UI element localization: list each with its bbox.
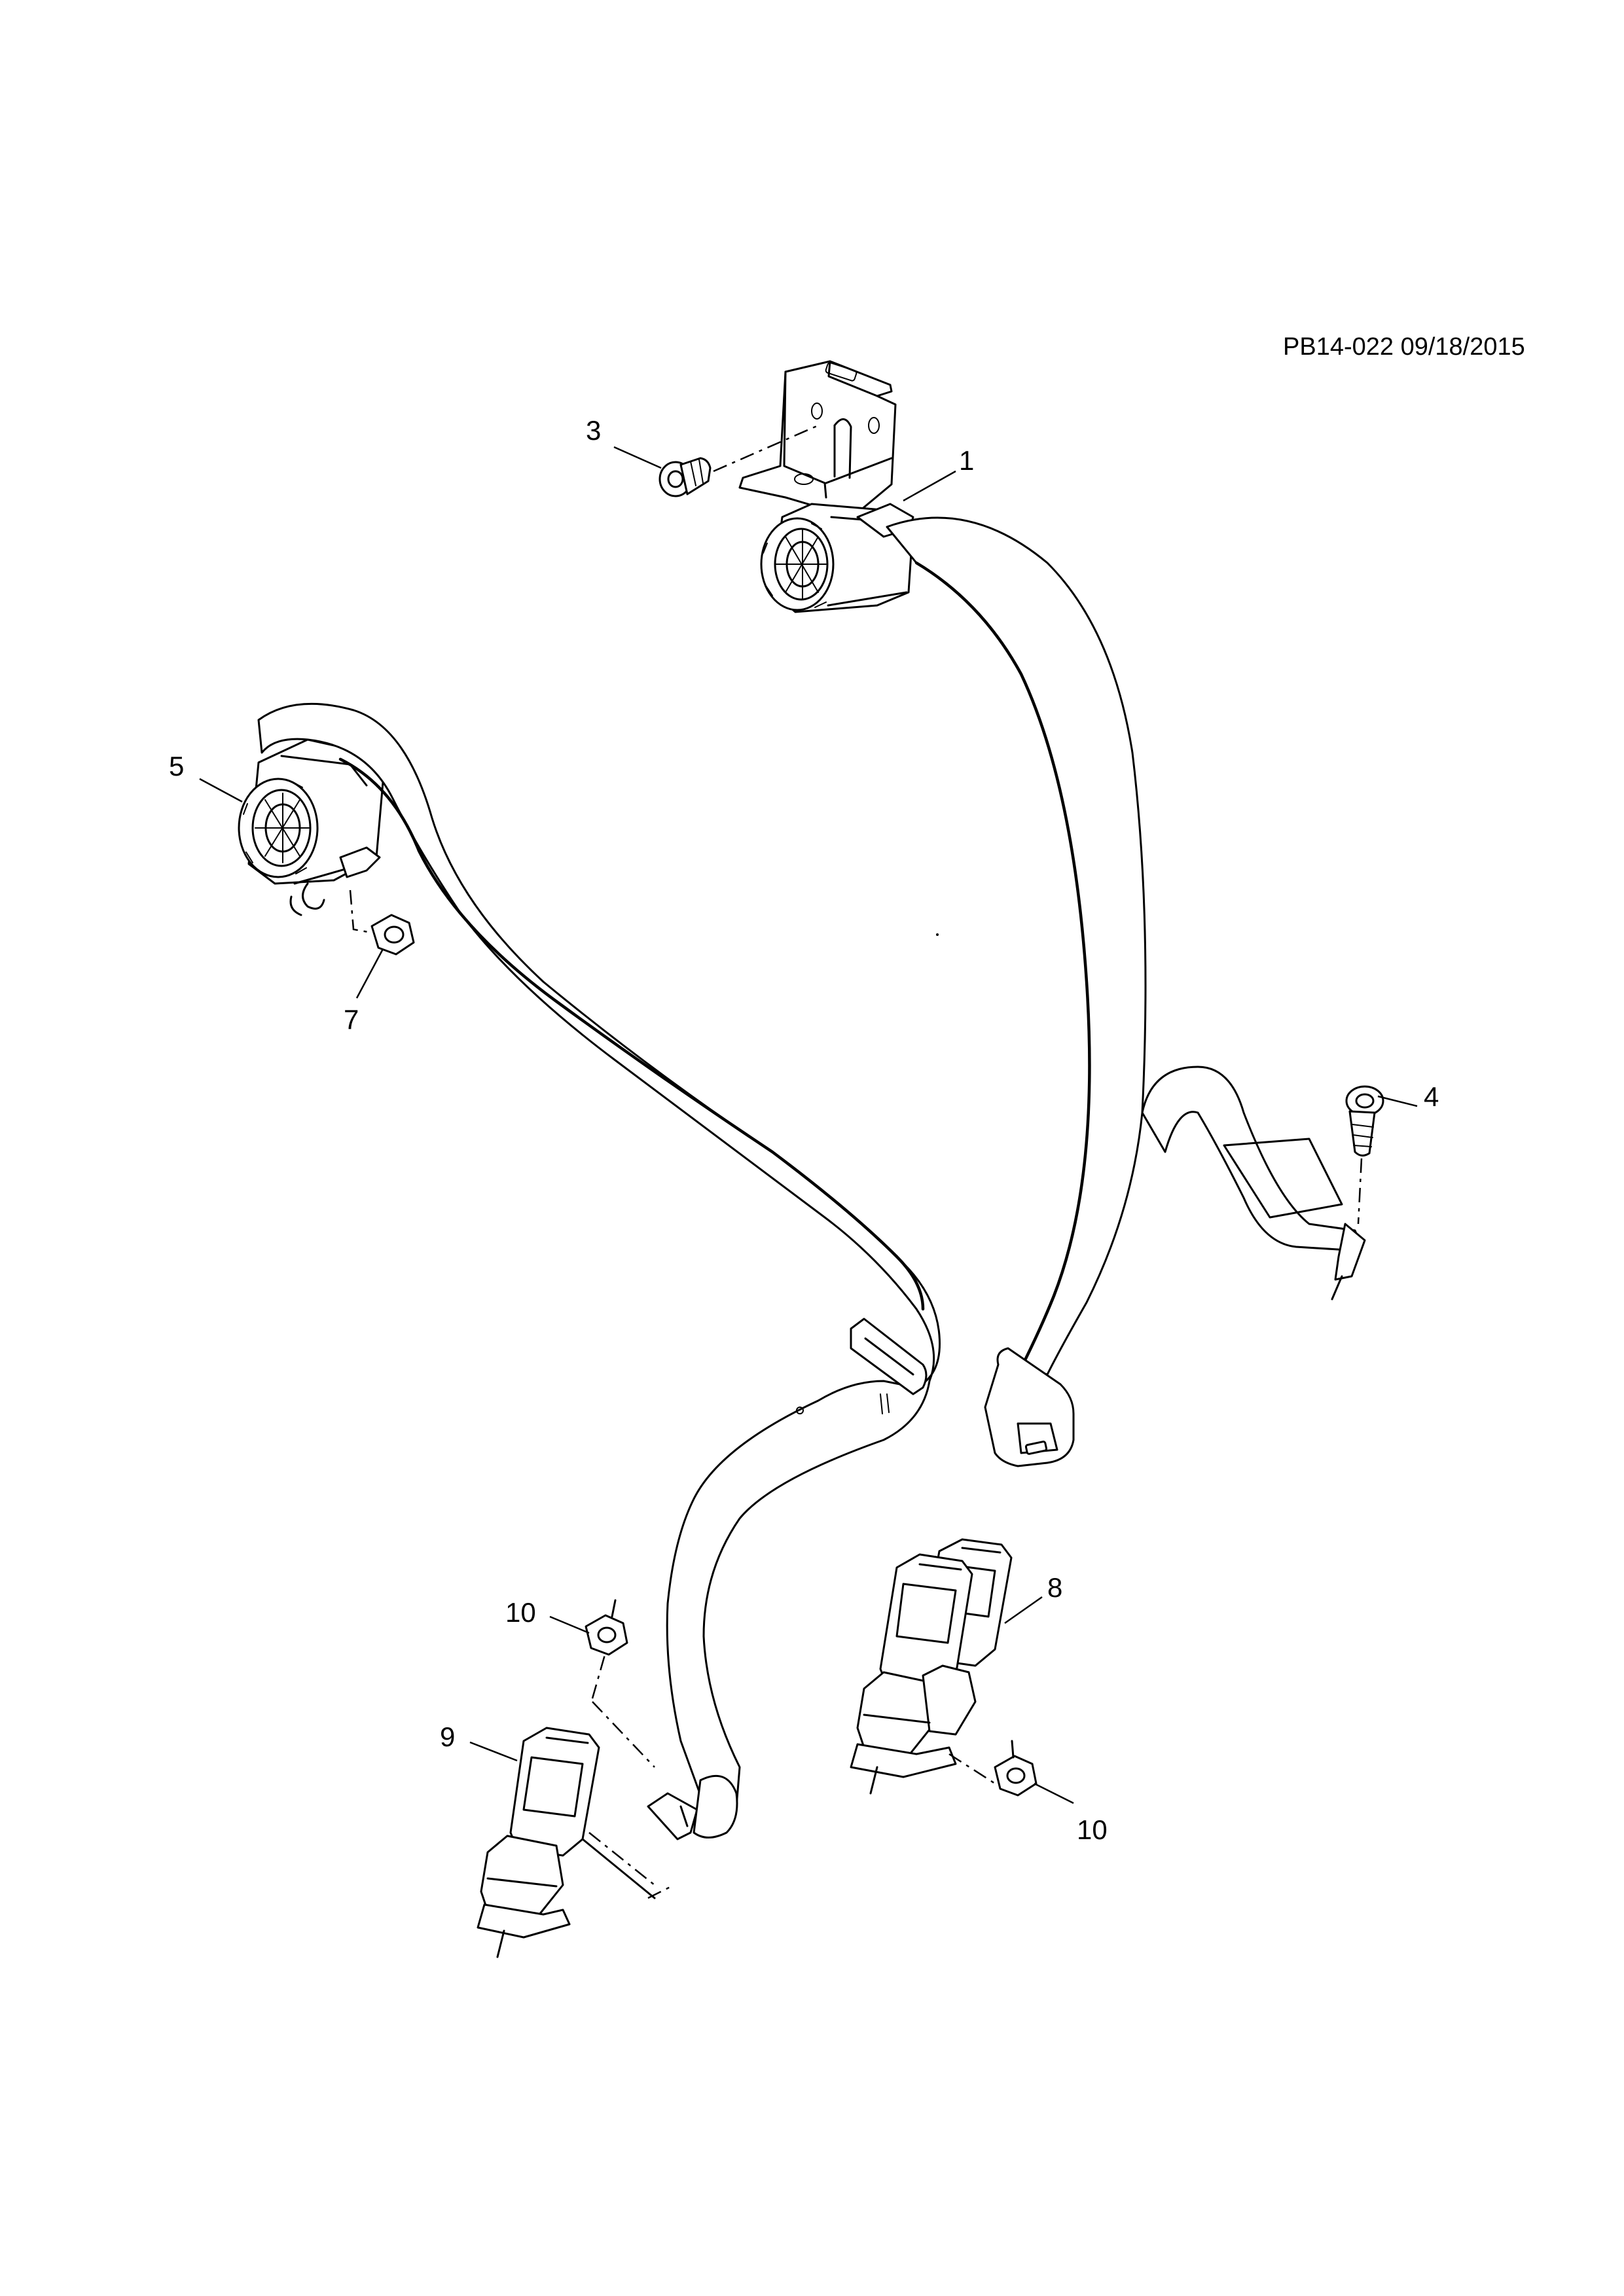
callout-label: 7 xyxy=(344,1004,359,1035)
part-7-nut xyxy=(349,889,415,956)
part-3-bolt xyxy=(659,424,819,497)
part-1-belt-webbing xyxy=(886,516,1366,1467)
callout-label: 10 xyxy=(1077,1814,1108,1845)
leader-9 xyxy=(469,1741,518,1762)
leader-8 xyxy=(1004,1596,1043,1624)
diagram-reference-code: PB14-022 09/18/2015 xyxy=(1283,333,1525,361)
callout-label: 4 xyxy=(1424,1081,1439,1112)
callout-label: 5 xyxy=(169,751,184,781)
leader-10b xyxy=(1034,1782,1074,1804)
part-4-bolt xyxy=(1345,1085,1384,1225)
leader-10a xyxy=(549,1615,590,1634)
callout-label: 1 xyxy=(959,445,974,476)
part-8-double-buckle xyxy=(850,1538,1013,1795)
leader-1 xyxy=(903,470,956,502)
part-9-single-buckle xyxy=(477,1727,675,1958)
callout-label: 10 xyxy=(505,1597,536,1628)
callout-label: 8 xyxy=(1047,1572,1062,1603)
callout-label: 9 xyxy=(440,1721,455,1752)
part-1-retractor-right xyxy=(738,360,914,613)
stray-mark xyxy=(936,933,939,936)
leader-7 xyxy=(355,948,384,999)
part-5-retractor-left xyxy=(238,738,384,916)
leader-5 xyxy=(199,778,243,803)
part-10-nut-right xyxy=(994,1740,1038,1797)
leader-4 xyxy=(1377,1095,1418,1107)
callout-label: 3 xyxy=(586,415,601,446)
part-10-nut-left xyxy=(585,1599,655,1768)
leader-3 xyxy=(613,446,662,469)
part-5-belt-webbing xyxy=(257,702,941,1840)
